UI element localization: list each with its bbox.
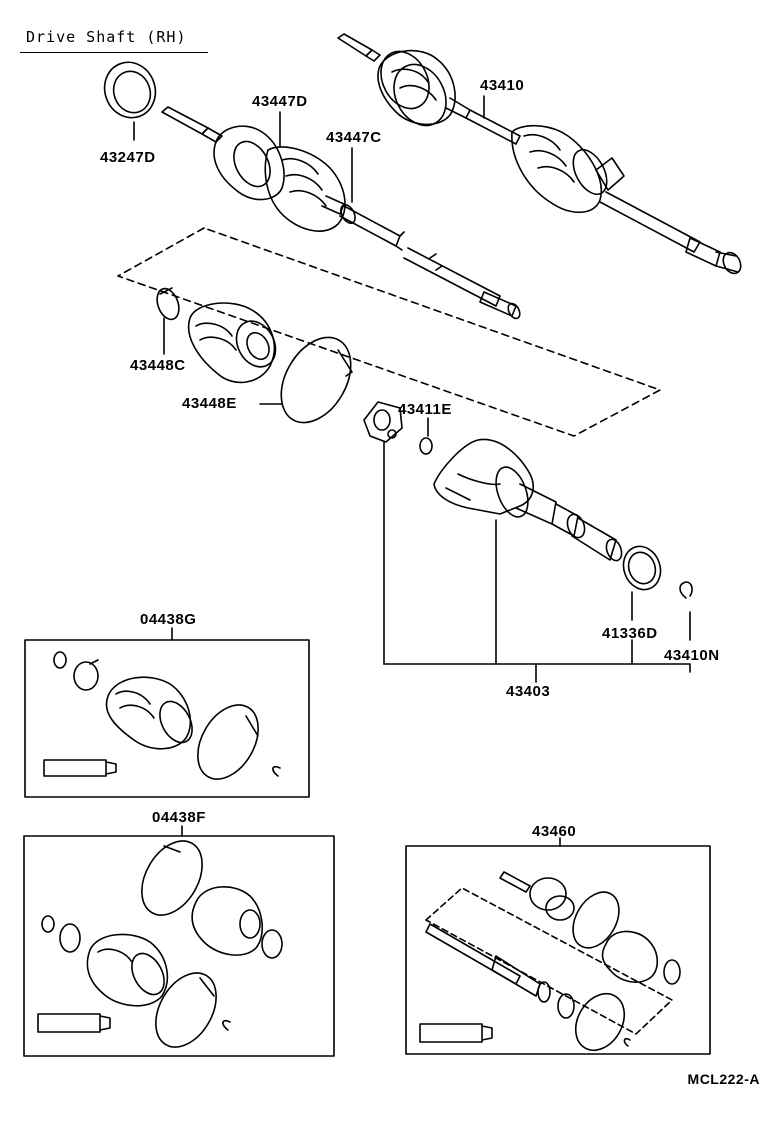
part-label-04438F: 04438F	[152, 809, 206, 826]
diagram-code: MCL222-A	[687, 1071, 760, 1087]
clip-43410N	[679, 581, 693, 641]
leader-43403-bracket	[383, 639, 691, 673]
boot-clamp-43448C	[156, 287, 180, 355]
part-label-43448E: 43448E	[182, 395, 237, 412]
inboard-joint-shaft	[161, 106, 521, 320]
part-label-43410: 43410	[480, 77, 525, 94]
part-label-04438G: 04438G	[140, 611, 197, 628]
boot-43448	[187, 302, 277, 384]
dust-deflector-ring-43247D	[103, 61, 157, 141]
ring-41336D	[622, 545, 662, 621]
part-label-43448C: 43448C	[130, 357, 186, 374]
kit-box-43460	[405, 845, 711, 1055]
part-label-43411E: 43411E	[398, 401, 452, 418]
part-label-43447D: 43447D	[252, 93, 308, 110]
title-underline	[20, 52, 208, 53]
snap-ring-43411E	[419, 417, 433, 455]
tripod-joint	[363, 401, 403, 665]
kit-box-04438G	[24, 639, 310, 798]
kit-outline-boot	[117, 227, 661, 437]
boot-band-43448E	[259, 336, 353, 424]
part-label-43247D: 43247D	[100, 149, 156, 166]
kit-box-04438F	[23, 835, 335, 1057]
kit-04438G-parts	[43, 651, 281, 780]
part-label-43403: 43403	[506, 683, 551, 700]
part-label-43447C: 43447C	[326, 129, 382, 146]
part-label-41336D: 41336D	[602, 625, 658, 642]
drive-shaft-assembly-43410	[337, 33, 742, 275]
part-label-43410N: 43410N	[664, 647, 720, 664]
diagram-title: Drive Shaft (RH)	[26, 28, 187, 46]
outboard-joint-housing	[433, 438, 623, 665]
part-label-43460: 43460	[532, 823, 577, 840]
kit-04438F-parts	[37, 840, 283, 1048]
kit-43460-parts	[419, 871, 681, 1052]
